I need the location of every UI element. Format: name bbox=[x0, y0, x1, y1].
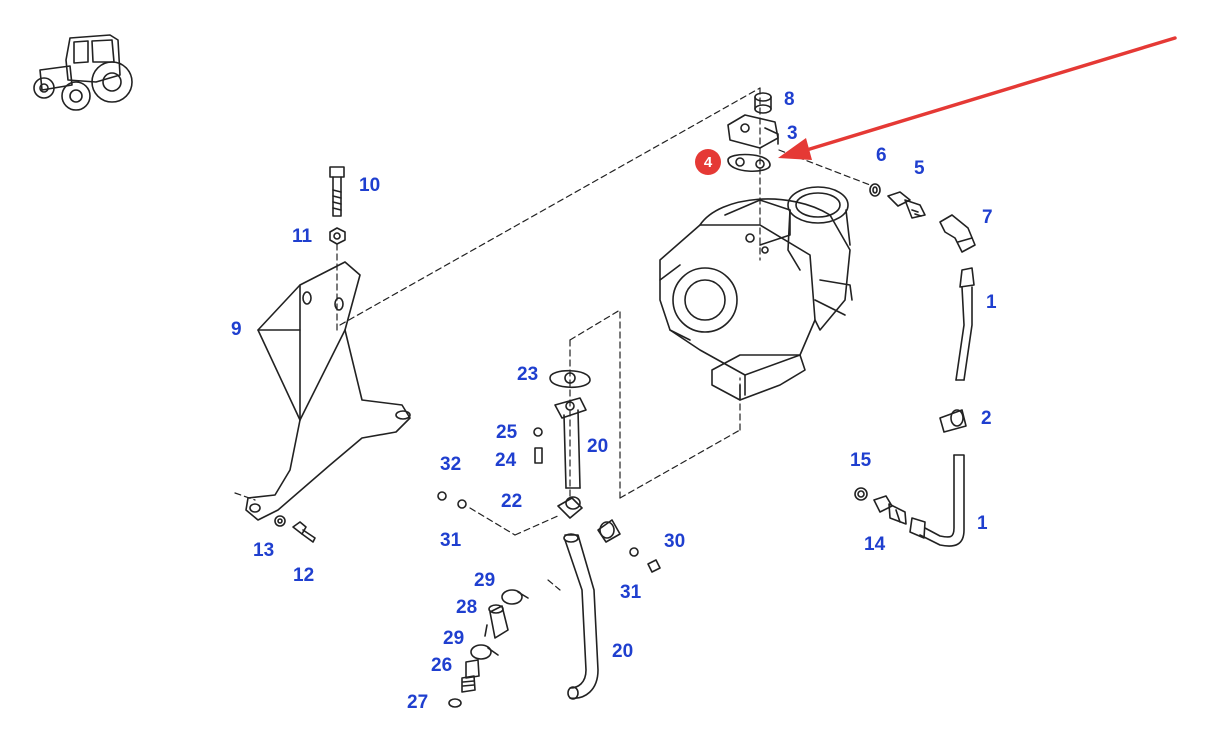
part-label-6[interactable]: 6 bbox=[876, 145, 887, 166]
pipe-20-lower bbox=[563, 533, 599, 700]
bolt-12 bbox=[292, 521, 316, 543]
part-label-11[interactable]: 11 bbox=[292, 226, 313, 247]
spacer-8 bbox=[754, 92, 772, 114]
part-label-32[interactable]: 32 bbox=[440, 454, 462, 475]
part-label-7[interactable]: 7 bbox=[982, 207, 993, 228]
part-label-29-upper[interactable]: 29 bbox=[474, 570, 496, 591]
hose-28 bbox=[484, 604, 509, 639]
washer-31a bbox=[457, 499, 467, 509]
part-label-5[interactable]: 5 bbox=[914, 158, 925, 179]
part-label-13[interactable]: 13 bbox=[253, 540, 275, 561]
washer-27 bbox=[448, 698, 462, 708]
part-label-20-upper[interactable]: 20 bbox=[587, 436, 609, 457]
clamp-30 bbox=[597, 519, 621, 543]
part-label-12[interactable]: 12 bbox=[293, 565, 315, 586]
highlight-badge-part-4[interactable]: 4 bbox=[695, 149, 721, 175]
washer-25 bbox=[533, 427, 543, 437]
washer-32 bbox=[437, 491, 447, 501]
highlight-arrow bbox=[778, 36, 1177, 160]
turbocharger bbox=[659, 186, 853, 401]
part-label-10[interactable]: 10 bbox=[359, 175, 381, 196]
part-label-26[interactable]: 26 bbox=[431, 655, 453, 676]
clamp-29b bbox=[470, 644, 499, 660]
part-label-31-left[interactable]: 31 bbox=[440, 530, 462, 551]
assembly-lines bbox=[234, 87, 871, 591]
part-label-24[interactable]: 24 bbox=[495, 450, 517, 471]
nut-11 bbox=[329, 227, 346, 245]
bolt-30 bbox=[647, 559, 661, 573]
elbow-7 bbox=[939, 214, 976, 253]
tractor-icon bbox=[33, 34, 133, 111]
part-label-28[interactable]: 28 bbox=[456, 597, 478, 618]
union-5 bbox=[887, 191, 926, 219]
gasket-4 bbox=[727, 153, 771, 173]
part-label-27[interactable]: 27 bbox=[407, 692, 429, 713]
part-label-1-upper[interactable]: 1 bbox=[986, 292, 997, 313]
part-label-23[interactable]: 23 bbox=[517, 364, 539, 385]
part-label-22[interactable]: 22 bbox=[501, 491, 523, 512]
part-label-20-lower[interactable]: 20 bbox=[612, 641, 634, 662]
part-label-3[interactable]: 3 bbox=[787, 123, 798, 144]
part-label-14[interactable]: 14 bbox=[864, 534, 886, 555]
washer-13 bbox=[274, 515, 286, 527]
flange-3 bbox=[727, 114, 779, 149]
bolt-24 bbox=[534, 447, 543, 464]
pipe-1-lower bbox=[909, 454, 965, 547]
part-label-1-lower[interactable]: 1 bbox=[977, 513, 988, 534]
pipe-1-upper bbox=[955, 267, 975, 381]
part-label-31-right[interactable]: 31 bbox=[620, 582, 642, 603]
gasket-23 bbox=[549, 369, 591, 389]
part-label-25[interactable]: 25 bbox=[496, 422, 518, 443]
bolt-10 bbox=[329, 166, 345, 217]
washer-15 bbox=[854, 487, 868, 501]
part-label-2[interactable]: 2 bbox=[981, 408, 992, 429]
washer-6 bbox=[869, 183, 881, 197]
connector-14 bbox=[873, 495, 907, 525]
clamp-29a bbox=[501, 589, 529, 605]
clamp-2 bbox=[939, 409, 967, 433]
part-label-8[interactable]: 8 bbox=[784, 89, 795, 110]
part-label-15[interactable]: 15 bbox=[850, 450, 872, 471]
bracket-9 bbox=[245, 261, 411, 521]
clamp-22 bbox=[557, 496, 583, 519]
part-label-30[interactable]: 30 bbox=[664, 531, 686, 552]
washer-31b bbox=[629, 547, 639, 557]
part-label-29-lower[interactable]: 29 bbox=[443, 628, 465, 649]
fitting-26 bbox=[461, 659, 480, 693]
part-label-9[interactable]: 9 bbox=[231, 319, 242, 340]
pipe-20-upper bbox=[554, 397, 587, 489]
